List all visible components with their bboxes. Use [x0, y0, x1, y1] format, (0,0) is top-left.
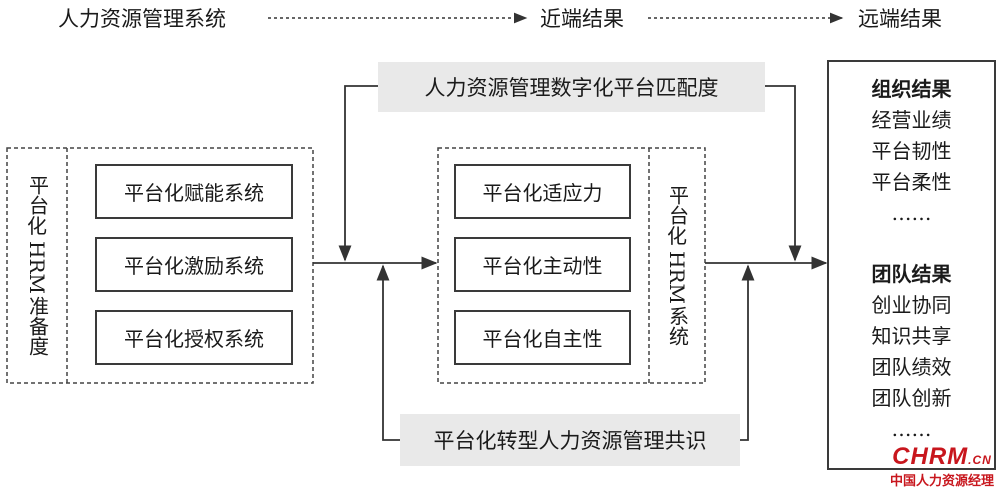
moderator-transformation-consensus: 平台化转型人力资源管理共识 — [400, 414, 740, 466]
header-near-label: 近端结果 — [540, 7, 624, 31]
team-outcome-ellipsis: …… — [891, 417, 932, 441]
chrm-subtitle: 中国人力资源经理 — [889, 473, 994, 488]
readiness-label-latin: HRM — [25, 240, 49, 294]
hrm-box-proactivity: 平台化主动性 — [454, 237, 631, 292]
org-outcomes-group: 组织结果 经营业绩 平台韧性 平台柔性 …… — [872, 72, 952, 229]
hrm-system-vertical-label: 平台 化 HRM 系统 — [651, 150, 703, 381]
chrm-logo-rest: HRM — [910, 443, 969, 470]
hrm-box-adaptability: 平台化适应力 — [454, 164, 631, 219]
readiness-box-incentive: 平台化激励系统 — [95, 237, 293, 292]
readiness-label-bottom: 准备度 — [25, 296, 50, 357]
outcomes-box: 组织结果 经营业绩 平台韧性 平台柔性 …… 团队结果 创业协同 知识共享 团队… — [827, 60, 996, 470]
header-far-label: 远端结果 — [858, 7, 942, 31]
chrm-logo-c: C — [892, 443, 911, 470]
readiness-container — [6, 147, 314, 384]
top-moderator-right-connector — [765, 85, 802, 262]
hrm-system-container — [437, 147, 706, 384]
team-outcome-item: 知识共享 — [871, 324, 952, 348]
readiness-box-empowerment: 平台化赋能系统 — [95, 164, 293, 219]
bottom-moderator-right-connector — [740, 264, 755, 441]
hrm-label-latin: HRM — [665, 250, 689, 304]
team-outcomes-title: 团队结果 — [871, 262, 952, 286]
header-system-label: 人力资源管理系统 — [58, 7, 226, 31]
team-outcomes-group: 团队结果 创业协同 知识共享 团队绩效 团队创新 …… — [872, 257, 952, 445]
readiness-label-top: 平台 — [25, 174, 50, 215]
hrm-label-bottom: 系统 — [665, 306, 690, 347]
hrm-label-mid: 化 — [667, 223, 687, 248]
readiness-box-authorization: 平台化授权系统 — [95, 310, 293, 365]
team-outcome-item: 创业协同 — [871, 293, 952, 317]
org-outcome-ellipsis: …… — [891, 201, 932, 225]
moderator-digital-platform-fit: 人力资源管理数字化平台匹配度 — [378, 62, 765, 112]
org-outcome-item: 平台韧性 — [871, 139, 952, 163]
chrm-logo: CHRM.CN — [888, 444, 996, 473]
top-moderator-left-connector — [338, 85, 378, 262]
team-outcome-item: 团队创新 — [871, 386, 952, 410]
org-outcome-item: 平台柔性 — [871, 170, 952, 194]
readiness-label-mid: 化 — [27, 213, 47, 238]
bottom-moderator-left-connector — [376, 264, 400, 441]
team-outcome-item: 团队绩效 — [871, 355, 952, 379]
readiness-vertical-label: 平台 化 HRM 准备度 — [9, 150, 65, 381]
org-outcome-item: 经营业绩 — [871, 108, 952, 132]
chrm-logo-suffix: .CN — [968, 453, 992, 467]
hrm-box-autonomy: 平台化自主性 — [454, 310, 631, 365]
hrm-label-top: 平台 — [665, 184, 690, 225]
org-outcomes-title: 组织结果 — [871, 77, 952, 101]
chrm-watermark: CHRM.CN 中国人力资源经理 — [888, 444, 996, 490]
